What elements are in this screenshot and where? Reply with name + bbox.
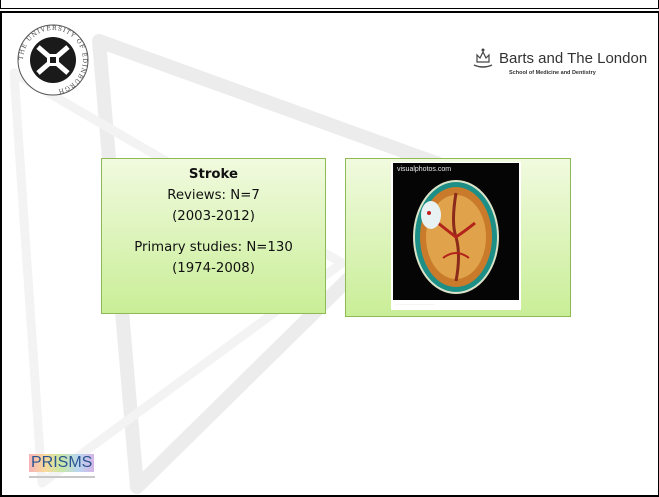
crown-crest-icon: [473, 48, 493, 68]
prisms-tagline-bar: [29, 476, 95, 478]
top-frame: [0, 0, 659, 9]
reviews-count: Reviews: N=7: [167, 188, 260, 203]
scan-brand: visualphotos.com: [397, 166, 452, 173]
prisms-name: PRISMS: [29, 454, 95, 472]
primary-studies-count: Primary studies: N=130: [134, 240, 293, 255]
brain-scan-image: visualphotos.com ·······················…: [391, 162, 521, 310]
stroke-summary-box: Stroke Reviews: N=7 (2003-2012) Primary …: [101, 158, 326, 314]
reviews-years: (2003-2012): [172, 209, 255, 224]
prisms-logo: PRISMS: [29, 454, 99, 484]
barts-logo: Barts and The London School of Medicine …: [468, 47, 658, 95]
slide: THE UNIVERSITY OF EDINBURGH Barts and Th…: [0, 11, 659, 497]
barts-subtitle: School of Medicine and Dentistry: [509, 70, 596, 76]
stroke-title: Stroke: [188, 167, 239, 182]
scan-caption: ········································: [395, 302, 435, 306]
edinburgh-crest-icon: THE UNIVERSITY OF EDINBURGH: [17, 24, 89, 96]
primary-studies-years: (1974-2008): [172, 261, 255, 276]
barts-name: Barts and The London: [499, 50, 648, 67]
brain-scan-icon: [413, 180, 499, 294]
brain-scan-box: visualphotos.com ·······················…: [345, 158, 571, 317]
